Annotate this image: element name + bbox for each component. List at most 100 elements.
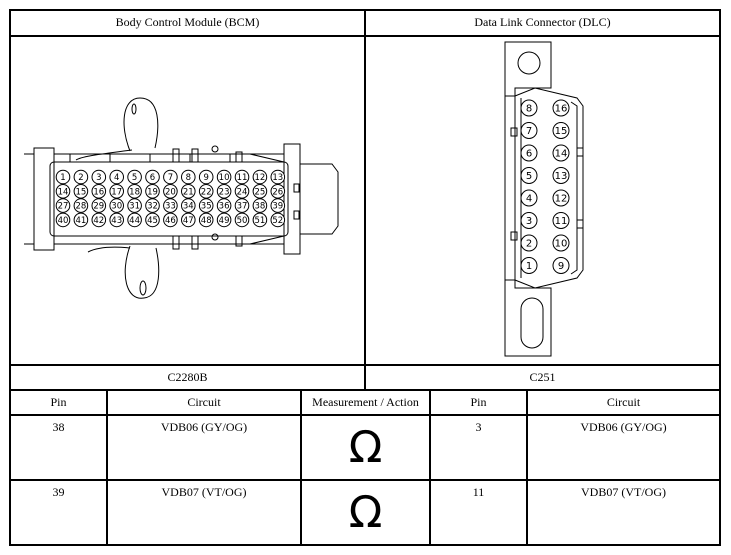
pin-48: 48 <box>198 212 214 228</box>
pin-cavity <box>216 212 232 228</box>
pin-6: 6 <box>145 169 160 185</box>
pin-cavity <box>55 169 71 185</box>
pin-number: 33 <box>165 202 176 212</box>
pin-cavity <box>91 198 107 213</box>
pin-cavity <box>73 212 89 228</box>
pin-number: 42 <box>93 216 104 226</box>
pin-number: 4 <box>526 194 532 205</box>
row2-circuit-b: VDB07 (VT/OG) <box>581 485 666 499</box>
pin-number: 12 <box>555 194 568 205</box>
pin-number: 24 <box>237 187 248 197</box>
pin-cavity <box>91 184 107 199</box>
pin-cavity <box>181 169 196 185</box>
pin-cavity <box>234 184 250 199</box>
row1-circuit-b: VDB06 (GY/OG) <box>580 420 667 434</box>
pin-12: 12 <box>252 169 268 185</box>
pin-cavity <box>216 198 232 213</box>
bcm-header: Body Control Module (BCM) <box>115 15 260 29</box>
row1-pin-b: 3 <box>475 420 482 434</box>
pin-cavity <box>163 212 178 228</box>
pin-cavity <box>520 257 538 274</box>
pin-2: 2 <box>520 234 538 252</box>
pin-cavity <box>198 198 214 213</box>
pin-16: 16 <box>552 99 570 117</box>
pin-cavity <box>91 212 107 228</box>
row2-pin-b: 11 <box>472 485 485 499</box>
pin-cavity <box>520 167 538 184</box>
pin-cavity <box>181 198 196 213</box>
pin-cavity <box>234 169 250 185</box>
pin-number: 40 <box>58 216 69 226</box>
pin-cavity <box>552 189 570 207</box>
pin-15: 15 <box>73 184 89 199</box>
pin-number: 18 <box>129 187 140 197</box>
pin-number: 46 <box>165 216 176 226</box>
pin-cavity <box>520 122 538 139</box>
pin-number: 28 <box>75 202 86 212</box>
pin-number: 14 <box>58 187 69 197</box>
pin-6: 6 <box>520 144 538 162</box>
pin-11: 11 <box>234 169 250 185</box>
pin-14: 14 <box>55 184 71 199</box>
pin-50: 50 <box>234 212 250 228</box>
pin-cavity <box>552 257 570 274</box>
pin-4: 4 <box>109 169 124 185</box>
pin-number: 8 <box>186 173 191 183</box>
pin-26: 26 <box>270 184 286 199</box>
pin-19: 19 <box>145 184 160 199</box>
pin-number: 21 <box>183 187 194 197</box>
pin-cavity <box>252 212 268 228</box>
pin-cavity <box>552 122 570 139</box>
pin-number: 48 <box>201 216 212 226</box>
pin-5: 5 <box>520 167 538 184</box>
pin-cavity <box>216 169 232 185</box>
pin-number: 10 <box>555 239 568 250</box>
pin-cavity <box>73 198 89 213</box>
pin-number: 36 <box>219 202 230 212</box>
col-header-pin-a: Pin <box>50 395 67 409</box>
pin-number: 25 <box>254 187 265 197</box>
pin-37: 37 <box>234 198 250 213</box>
pin-number: 35 <box>201 202 212 212</box>
pin-number: 32 <box>147 202 158 212</box>
pin-27: 27 <box>55 198 71 213</box>
col-header-circuit-a: Circuit <box>187 395 221 409</box>
pin-8: 8 <box>520 99 538 117</box>
dlc-header: Data Link Connector (DLC) <box>474 15 611 29</box>
pin-33: 33 <box>163 198 178 213</box>
pin-cavity <box>252 169 268 185</box>
pin-number: 37 <box>237 202 248 212</box>
pin-cavity <box>181 184 196 199</box>
pin-cavity <box>127 212 142 228</box>
pin-number: 3 <box>526 216 532 227</box>
pin-number: 34 <box>183 202 194 212</box>
pin-11: 11 <box>552 212 570 229</box>
pin-cavity <box>109 184 124 199</box>
row2-circuit-a: VDB07 (VT/OG) <box>161 485 247 499</box>
row1-ohm-symbol: Ω <box>348 422 383 473</box>
pin-number: 51 <box>254 216 265 226</box>
pin-number: 13 <box>555 171 568 182</box>
pin-number: 10 <box>219 173 230 183</box>
pin-28: 28 <box>73 198 89 213</box>
pin-cavity <box>252 198 268 213</box>
pin-12: 12 <box>552 189 570 207</box>
pin-cavity <box>270 212 286 228</box>
pin-14: 14 <box>552 144 570 162</box>
pin-43: 43 <box>109 212 124 228</box>
col-header-pin-b: Pin <box>470 395 487 409</box>
row2-ohm-symbol: Ω <box>348 487 383 538</box>
pin-number: 23 <box>219 187 230 197</box>
pin-cavity <box>252 184 268 199</box>
pin-8: 8 <box>181 169 196 185</box>
pin-10: 10 <box>216 169 232 185</box>
pin-cavity <box>91 169 107 185</box>
pin-7: 7 <box>520 122 538 139</box>
pin-13: 13 <box>552 167 570 184</box>
pin-number: 2 <box>526 239 532 250</box>
pin-23: 23 <box>216 184 232 199</box>
pin-32: 32 <box>145 198 160 213</box>
